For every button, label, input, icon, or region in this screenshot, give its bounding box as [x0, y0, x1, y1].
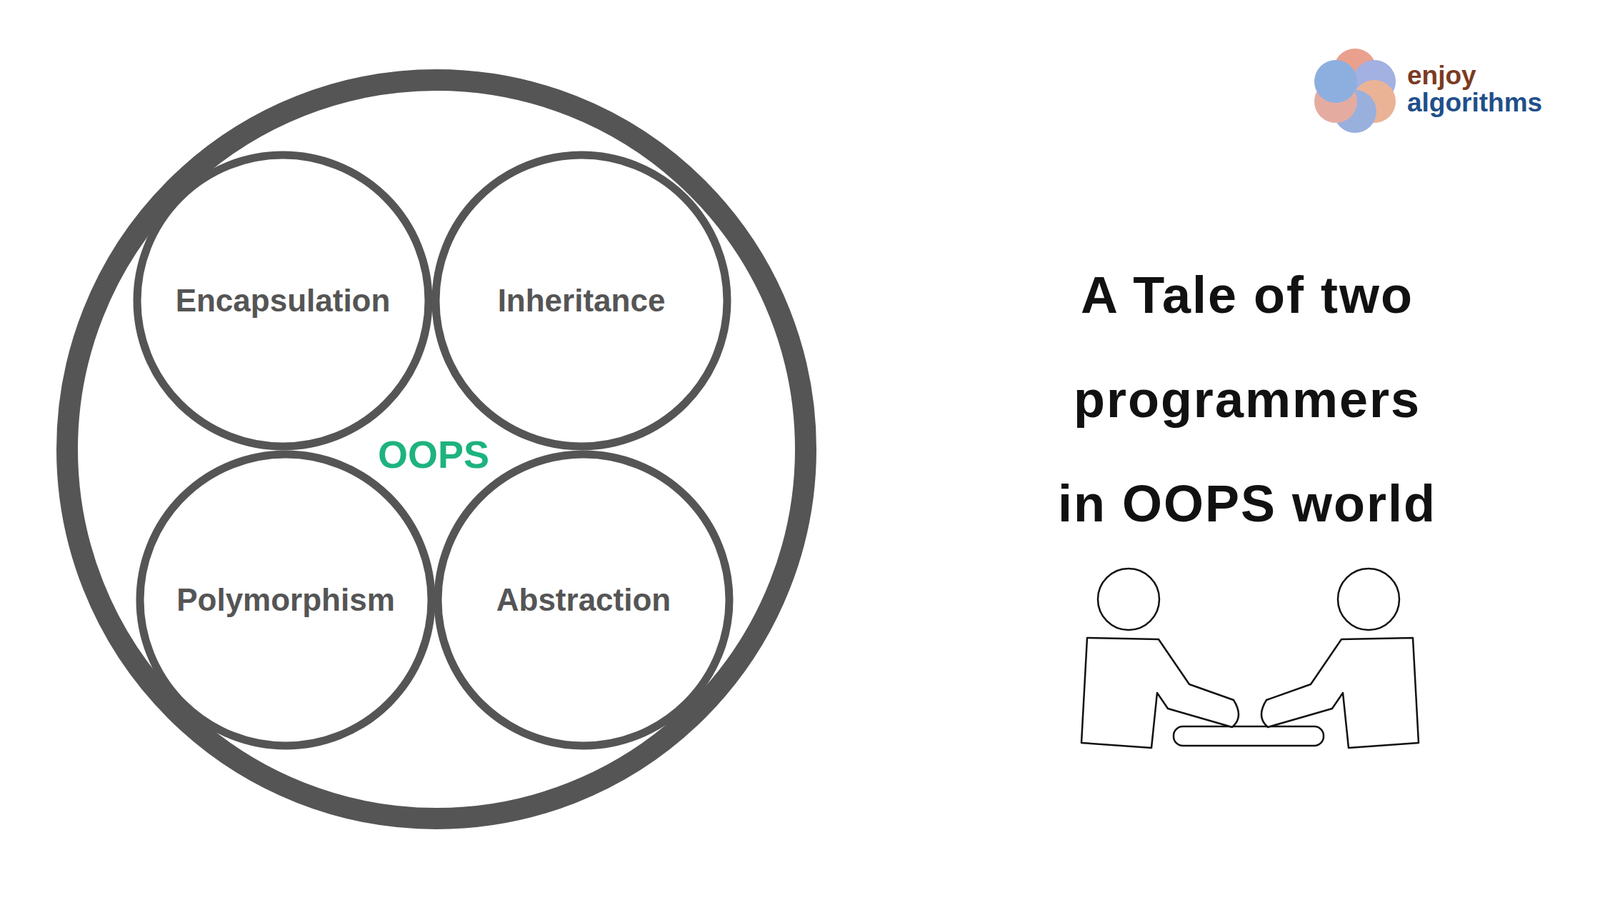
concept-circle: Inheritance	[431, 150, 732, 451]
center-label: OOPS	[377, 432, 490, 477]
concept-circle: Encapsulation	[132, 150, 433, 451]
concept-label: Encapsulation	[175, 282, 391, 319]
concept-circle: Polymorphism	[135, 450, 436, 750]
concept-circle: Abstraction	[433, 450, 734, 750]
outer-circle: OOPS Encapsulation InheritancePolymorphism…	[56, 69, 817, 830]
concept-label: Abstraction	[496, 582, 671, 618]
concept-label: Polymorphism	[176, 582, 395, 618]
logo-text: algorithms	[1407, 88, 1543, 118]
logo-text: enjoy	[1407, 61, 1477, 90]
title: A Tale of two programmers in OOPS world	[990, 242, 1505, 556]
logo-flower	[1314, 48, 1396, 133]
concept-label: Inheritance	[497, 282, 666, 319]
programmers-figure	[1081, 568, 1419, 748]
